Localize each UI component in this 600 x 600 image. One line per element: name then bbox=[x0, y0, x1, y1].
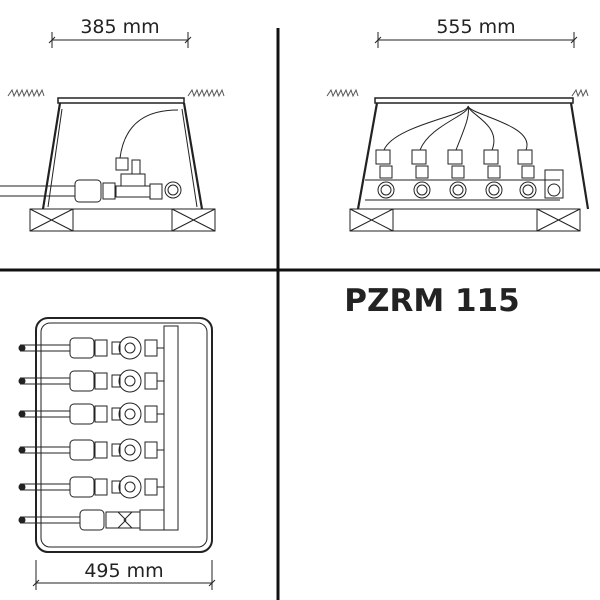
plan-view bbox=[18, 317, 213, 553]
grass-right bbox=[326, 88, 589, 98]
dimension-label-385: 385 mm bbox=[80, 16, 159, 38]
valve-plan bbox=[18, 438, 164, 462]
valve-plan bbox=[18, 336, 164, 360]
dimension-555 bbox=[374, 32, 578, 48]
valve-plan bbox=[18, 402, 164, 426]
dimension-385 bbox=[48, 32, 192, 48]
valve-side bbox=[375, 105, 469, 199]
product-title: PZRM 115 bbox=[344, 283, 519, 319]
side-view-five-valves bbox=[326, 88, 590, 232]
inlet-plan bbox=[18, 509, 165, 531]
valve-side bbox=[411, 105, 469, 199]
side-view-single-valve bbox=[0, 88, 225, 232]
dimension-label-495: 495 mm bbox=[84, 560, 163, 582]
valve-plan bbox=[18, 475, 164, 499]
valve-plan bbox=[18, 369, 164, 393]
valve-side bbox=[447, 105, 469, 199]
valve-side bbox=[467, 105, 537, 199]
grass-left bbox=[7, 88, 225, 98]
dimension-495 bbox=[32, 560, 216, 590]
dimension-label-555: 555 mm bbox=[436, 16, 515, 38]
